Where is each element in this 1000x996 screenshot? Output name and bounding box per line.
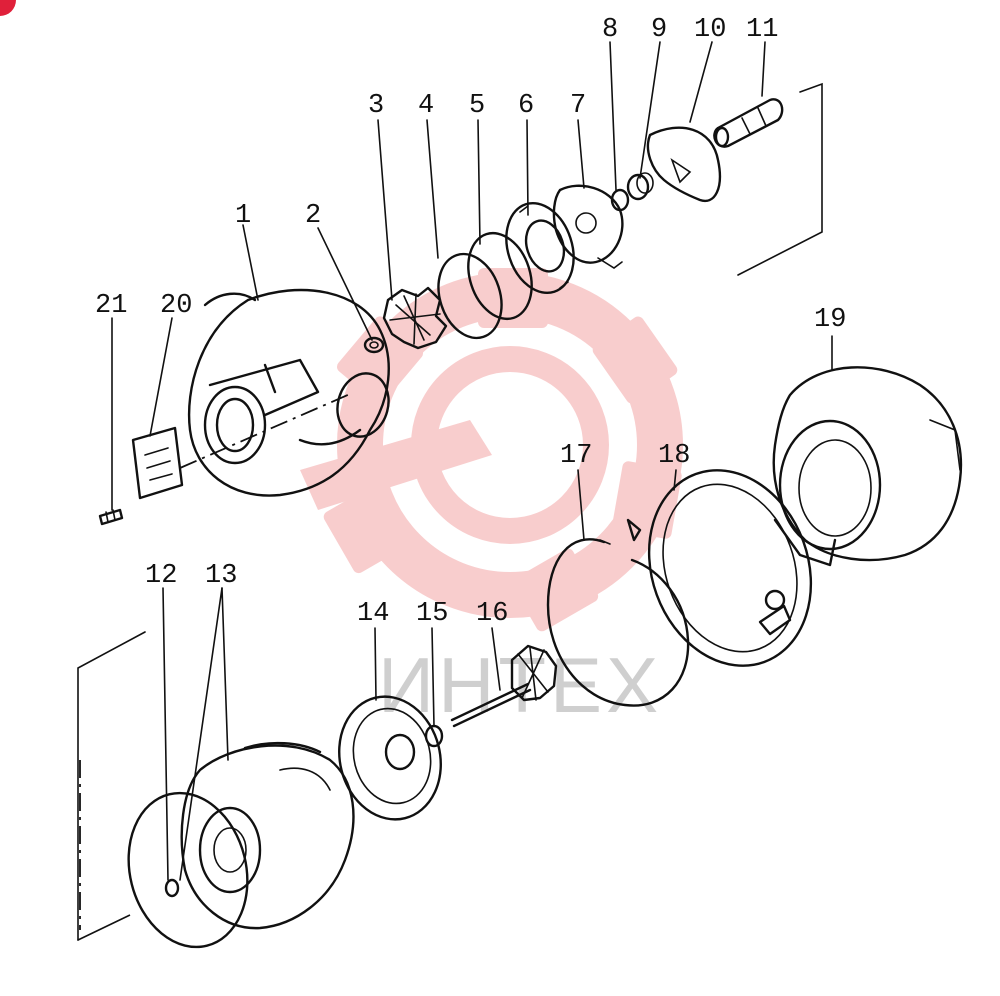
part-8-thrust-collar <box>610 188 630 212</box>
callout-9: 9 <box>651 15 667 45</box>
part-5-o-ring <box>467 231 533 321</box>
part-20-name-plate <box>131 426 184 500</box>
callout-17: 17 <box>560 441 592 471</box>
callout-13: 13 <box>205 561 237 591</box>
corner-mark-icon <box>0 0 16 16</box>
callout-4: 4 <box>418 91 434 121</box>
callout-3: 3 <box>368 91 384 121</box>
part-14-turbine-back-plate <box>338 695 442 821</box>
part-11-bearing <box>713 98 784 148</box>
callout-8: 8 <box>602 15 618 45</box>
axis-bracket-upper <box>737 82 823 276</box>
part-2-nut <box>363 336 385 354</box>
part-3-compressor-wheel <box>382 286 448 350</box>
part-7-thrust-plate <box>552 184 624 269</box>
part-9-thrust-sleeve <box>626 172 654 201</box>
part-18-v-band-clamp <box>626 469 813 667</box>
part-16-turbine-wheel-shaft <box>450 644 558 728</box>
part-19-turbine-housing <box>772 366 963 567</box>
part-12-o-ring-large <box>127 791 249 949</box>
callout-21: 21 <box>95 291 127 321</box>
part-15-seal-ring-small <box>424 724 444 748</box>
callout-5: 5 <box>469 91 485 121</box>
part-13-bearing-housing <box>164 741 355 930</box>
callout-14: 14 <box>357 599 389 629</box>
callout-6: 6 <box>518 91 534 121</box>
part-17-snap-ring <box>546 538 690 707</box>
part-6-insert <box>505 201 575 295</box>
callout-11: 11 <box>746 15 778 45</box>
part-4-seal-ring <box>437 252 503 340</box>
callout-2: 2 <box>305 201 321 231</box>
axis-bracket-lower-tick <box>77 914 131 941</box>
part-21-screw <box>98 508 124 526</box>
callout-7: 7 <box>570 91 586 121</box>
callout-19: 19 <box>814 305 846 335</box>
callout-15: 15 <box>416 599 448 629</box>
callout-labels: 1 2 3 4 5 6 7 8 9 10 11 12 13 14 15 16 1… <box>95 15 846 629</box>
part-1-compressor-housing <box>187 288 390 497</box>
callout-20: 20 <box>160 291 192 321</box>
callout-10: 10 <box>694 15 726 45</box>
leader-lines <box>111 41 833 881</box>
callout-12: 12 <box>145 561 177 591</box>
axis-bracket-lower <box>77 631 146 941</box>
callout-18: 18 <box>658 441 690 471</box>
part-10-heat-shield <box>646 126 722 203</box>
callout-16: 16 <box>476 599 508 629</box>
callout-1: 1 <box>235 201 251 231</box>
